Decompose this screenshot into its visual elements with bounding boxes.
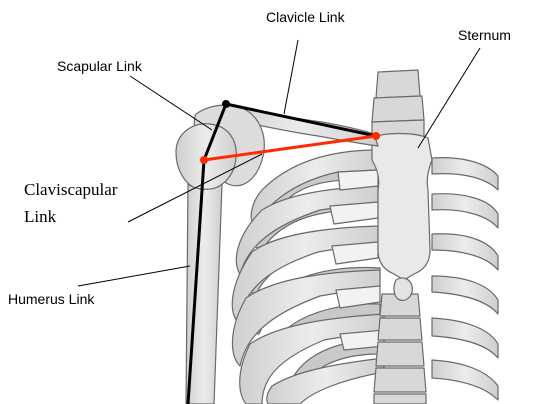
sternum-leader	[418, 48, 480, 148]
humerus-link-label: Humerus Link	[8, 291, 94, 307]
sternum-bone	[372, 134, 432, 281]
glenohumeral-joint-dot	[200, 156, 208, 164]
scapular-leader	[130, 76, 212, 130]
humerus-leader	[78, 266, 190, 286]
clavicle-link-label: Clavicle Link	[266, 9, 345, 25]
acromioclavicular-joint-dot	[222, 100, 230, 108]
right-ribs	[432, 158, 498, 400]
scapular-link-label: Scapular Link	[57, 58, 142, 74]
claviscapular-link-label-line1: Claviscapular	[24, 180, 117, 200]
sternum-label: Sternum	[458, 27, 511, 43]
skeleton-illustration	[176, 70, 498, 404]
sternoclavicular-joint-dot	[372, 132, 380, 140]
xiphoid-process	[394, 278, 412, 300]
clavicle-leader	[284, 40, 298, 114]
claviscapular-link-label-line2: Link	[24, 207, 56, 227]
